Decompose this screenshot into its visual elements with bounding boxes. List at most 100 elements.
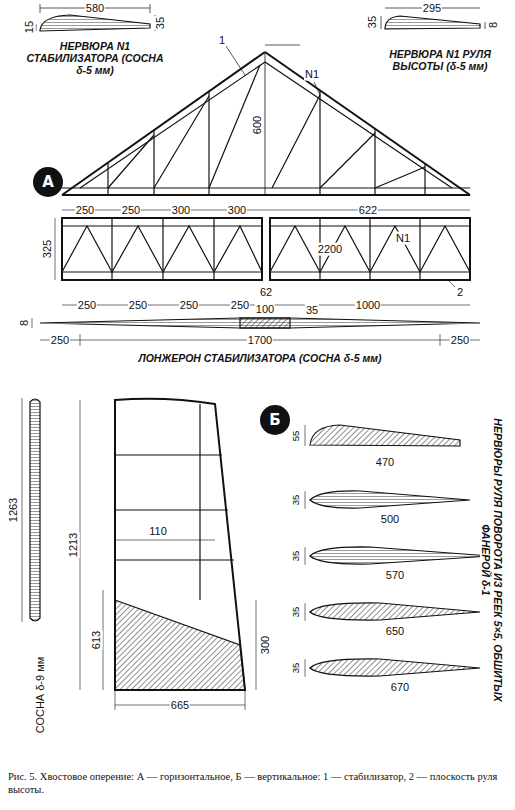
dimension-label: 250 [50,334,70,347]
drawing-stroke [115,690,116,710]
part-note: ЛОНЖЕРОН СТАБИЛИЗАТОРА (СОСНА δ-5 мм) [59,352,461,364]
dimension-label: 250 [230,299,250,312]
drawing-stroke [154,96,209,188]
dimension-label: 15 [23,20,36,34]
dimension-label: 1263 [7,497,20,523]
drawing-stroke [265,52,470,195]
drawing-stroke [314,82,320,95]
drawing-stroke [62,187,470,188]
drawing-stroke [245,690,246,710]
dimension-label: 35 [291,494,302,507]
dimension-label: 250 [179,299,199,312]
dimension-label: 55 [291,430,302,443]
drawing-stroke [374,128,375,195]
drawing-stroke [150,4,151,13]
dimension-label: 62 [259,286,273,299]
drawing-stroke [22,398,23,622]
drawing-stroke [440,334,441,346]
drawing-stroke [115,454,222,455]
drawing-stroke [62,194,470,196]
drawing-stroke [305,491,306,509]
drawing-stroke [62,218,262,280]
drawing-stroke [115,399,245,690]
dimension-label: 250 [77,299,97,312]
dimension-label: 35 [291,550,302,563]
view-letter: Б [269,411,280,429]
dimension-label: 8 [487,21,500,29]
vertical-tail [22,398,490,710]
dimension-label: 35 [291,662,302,675]
drawing-stroke [310,547,490,564]
drawing-stroke [319,90,320,195]
dimension-label: 1700 [247,334,273,347]
dimension-label: 580 [85,2,105,15]
dimension-label: N1 [304,68,320,81]
drawing-stroke [107,163,108,195]
drawing-stroke [213,218,214,280]
drawing-stroke [115,600,245,690]
dimension-label: 570 [385,569,405,582]
drawing-stroke [153,130,154,195]
dimension-label: 300 [171,204,191,217]
drawing-stroke [381,16,382,29]
view-letter-circle: Б [260,405,290,435]
drawing-stroke [320,133,375,188]
drawing-stroke [305,603,306,621]
drawing-stroke [108,135,154,188]
drawing-stroke [111,218,112,280]
dimension-label: 35 [305,304,319,317]
drawing-stroke [115,509,228,510]
drawing-stroke [103,590,104,690]
drawing-stroke [272,95,320,188]
drawing-stroke [199,404,200,600]
dimension-label: 250 [121,204,141,217]
dimension-label: 670 [390,681,410,694]
drawing-stroke [305,425,306,446]
dimension-label: 250 [75,204,95,217]
part-note: НЕРВЮРЫ РУЛЯ ПОВОРОТА ИЗ РЕЕК 5×5, ОБШИТ… [480,394,504,726]
drawing-stroke [310,425,460,446]
dimension-label: 665 [170,699,190,712]
part-note: НЕРВЮРА N1 СТАБИЛИЗАТОРА (СОСНА δ-5 мм) [19,40,171,76]
drawing-stroke [80,400,81,690]
figure-caption: Рис. 5. Хвостовое оперение: А — горизонт… [8,770,507,796]
drawing-stroke [265,45,300,46]
drawing-stroke [369,218,370,280]
drawing-stroke [270,218,470,280]
drawing-stroke [375,167,425,188]
view-letter-circle: А [33,167,63,197]
drawing-stroke [30,399,40,621]
drawing-stroke [80,334,81,346]
dimension-label: N1 [395,232,411,245]
dimension-label: 300 [259,635,272,655]
drawing-stroke [385,16,480,29]
drawing-stroke [40,4,41,13]
drawing-stroke [310,491,470,508]
dimension-label: 8 [18,319,31,327]
drawing-stroke [40,318,480,328]
drawing-stroke [265,52,266,195]
drawing-stroke [162,218,163,280]
dimension-label: 110 [148,525,168,538]
drawing-stroke [305,547,306,565]
dimension-label: 35 [291,606,302,619]
dimension-label: 295 [422,2,442,15]
drawing-stroke [55,218,56,280]
dimension-label: 325 [41,239,54,259]
drawing-stroke [419,218,420,280]
dimension-label: 600 [251,115,264,135]
dimension-label: 250 [450,334,470,347]
dimension-label: 250 [128,299,148,312]
dimension-label: 613 [90,630,103,650]
drawing-stroke [265,62,452,188]
dimension-label: 2 [456,286,464,299]
dimension-label: 470 [375,456,395,469]
drawing-stroke [310,603,480,620]
drawing-stroke [448,280,455,287]
dimension-label: 1213 [67,532,80,558]
drawing-stroke [485,22,486,29]
dimension-label: 100 [255,303,275,316]
dimension-label: 1000 [355,299,381,312]
drawing-stroke [36,24,37,31]
